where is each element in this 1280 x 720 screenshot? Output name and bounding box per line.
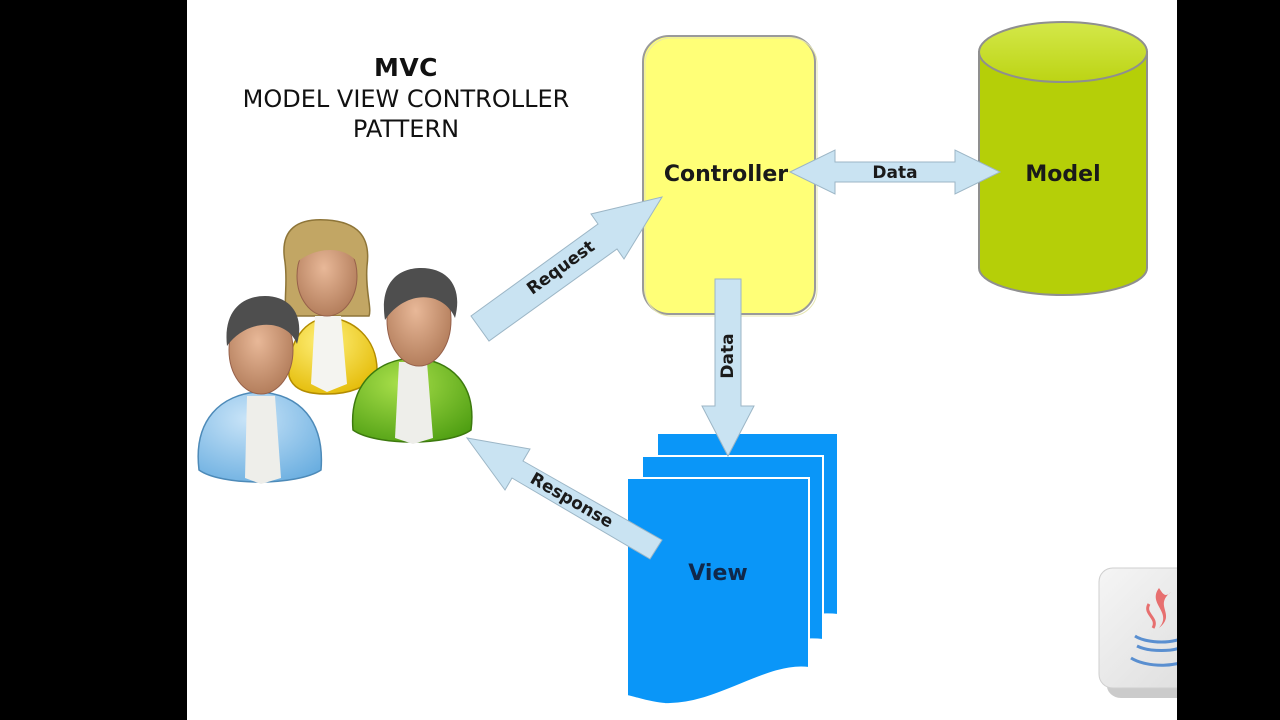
response-arrow <box>465 437 663 560</box>
title-mvc: MVC <box>373 53 439 82</box>
data-label-controller-view: Data <box>718 333 738 378</box>
user-blue <box>197 296 323 484</box>
data-label-controller-model: Data <box>872 163 917 183</box>
model-label: Model <box>1025 162 1100 187</box>
request-arrow <box>470 196 664 342</box>
java-logo-icon <box>1098 567 1177 698</box>
slide-canvas: MVC MODEL VIEW CONTROLLER PATTERN <box>187 0 1177 720</box>
mvc-diagram: Controller Model View Data Data Request <box>197 21 1177 706</box>
users-icon <box>197 219 473 484</box>
view-documents <box>626 432 839 706</box>
user-green <box>351 268 473 444</box>
response-label: Response <box>527 469 617 532</box>
controller-label: Controller <box>664 162 788 187</box>
user-yellow <box>283 219 378 395</box>
title-line-2: PATTERN <box>352 115 460 143</box>
data-arrow-controller-model <box>788 149 1002 195</box>
data-arrow-controller-view <box>701 278 755 458</box>
title-block: MVC MODEL VIEW CONTROLLER PATTERN <box>217 52 595 144</box>
title-line-1: MODEL VIEW CONTROLLER <box>242 85 570 113</box>
model-cylinder <box>978 21 1148 296</box>
view-label: View <box>688 561 747 586</box>
